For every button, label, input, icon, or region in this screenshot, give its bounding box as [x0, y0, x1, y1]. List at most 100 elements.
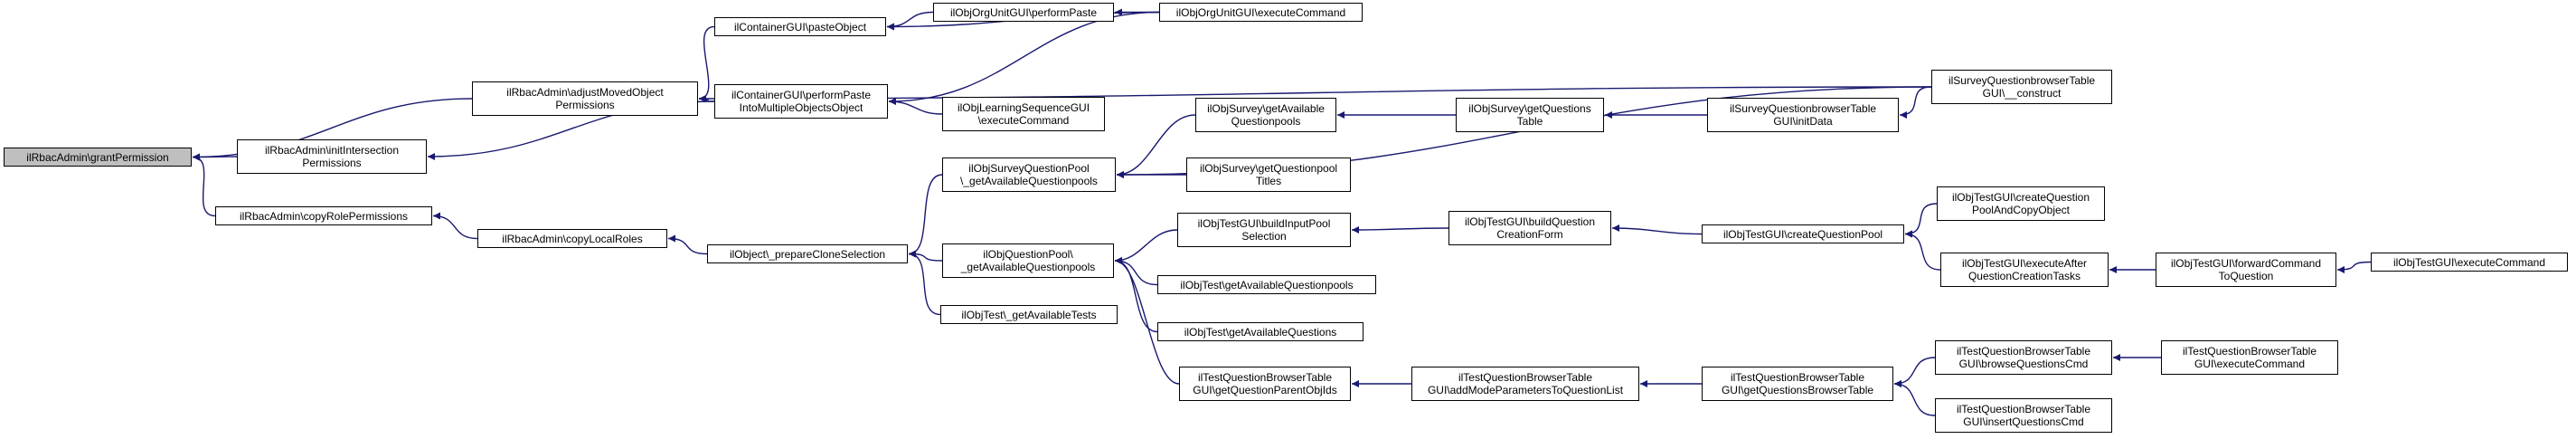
node-label-line: ilTestQuestionBrowserTable [2182, 345, 2317, 358]
node-label-line: ilObject\_prepareCloneSelection [729, 247, 886, 261]
node-label-line: ilObjQuestionPool\ [983, 248, 1073, 261]
node-label-line: ilObjLearningSequenceGUI [957, 101, 1090, 114]
node-label-line: ilObjTestGUI\createQuestion [1951, 191, 2090, 204]
node-label-line: Table [1516, 115, 1543, 128]
node-label-line: ilObjTest\getAvailableQuestions [1184, 325, 1337, 339]
graph-node-n34[interactable]: ilObjTestGUI\executeCommand [2371, 253, 2568, 272]
edge-n8-to-n5 [886, 11, 934, 31]
edge-n27-to-n24 [1899, 86, 1932, 119]
node-label-line: ToQuestion [2218, 270, 2274, 282]
node-label-line: ilObjTestGUI\buildInputPool [1197, 217, 1331, 230]
node-label-line: ilObjTestGUI\forwardCommand [2170, 257, 2322, 270]
node-label-line: IntoMultipleObjectsObject [739, 101, 863, 114]
edge-n31-to-n26 [1893, 380, 1936, 416]
node-label-line: GUI\insertQuestionsCmd [1963, 415, 2084, 428]
node-label-line: Questionpools [1231, 115, 1301, 128]
edge-n25-to-n22 [1611, 224, 1703, 235]
graph-node-n19[interactable]: ilObjTest\getAvailableQuestions [1157, 322, 1363, 341]
graph-node-n11[interactable]: ilObject\_prepareCloneSelection [707, 244, 908, 263]
edge-n29-to-n25 [1904, 230, 1941, 271]
node-label-line: GUI\getQuestionParentObjIds [1193, 384, 1337, 396]
node-label-line: ilObjTest\_getAvailableTests [961, 308, 1097, 321]
edge-n12-to-n11 [908, 174, 943, 258]
node-label-line: Selection [1241, 230, 1287, 243]
node-label-line: ilRbacAdmin\adjustMovedObject [506, 86, 664, 99]
node-label-line: GUI\executeCommand [2194, 358, 2306, 370]
node-label-line: GUI\__construct [1982, 87, 2062, 100]
node-label-line: ilObjTest\getAvailableQuestionpools [1180, 278, 1354, 291]
node-label-line: GUI\initData [1773, 115, 1833, 128]
node-label-line: QuestionCreationTasks [1967, 270, 2081, 282]
graph-node-n10[interactable]: ilObjLearningSequenceGUI\executeCommand [942, 97, 1105, 131]
edge-n18-to-n13 [1114, 257, 1158, 286]
node-label-line: ilTestQuestionBrowserTable [1730, 371, 1865, 384]
node-label-line: ilTestQuestionBrowserTable [1956, 345, 2091, 358]
node-label-line: Titles [1255, 175, 1282, 187]
edge-n28-to-n25 [1904, 203, 1938, 238]
node-label-line: ilSurveyQuestionbrowserTable [1948, 74, 2096, 87]
node-label-line: CreationForm [1496, 228, 1563, 241]
graph-node-n8[interactable]: ilObjOrgUnitGUI\performPaste [933, 3, 1114, 22]
edge-n9-to-n6 [888, 11, 1160, 105]
node-label-line: ilObjTestGUI\createQuestionPool [1722, 227, 1883, 241]
node-label-line: ilRbacAdmin\grantPermission [26, 150, 169, 164]
node-label-line: ilRbacAdmin\initIntersection [264, 144, 400, 157]
node-label-line: PoolAndCopyObject [1971, 204, 2071, 216]
node-label-line: ilSurveyQuestionbrowserTable [1729, 102, 1877, 115]
edge-n27-to-n2 [698, 86, 1932, 102]
node-label-line: ilObjSurvey\getQuestionpool [1199, 162, 1338, 175]
edge-n14-to-n11 [908, 250, 941, 316]
edge-n5-to-n2 [698, 25, 715, 102]
node-label-line: \executeCommand [977, 114, 1070, 127]
edge-n10-to-n6 [888, 98, 943, 115]
node-label-line: ilTestQuestionBrowserTable [1458, 371, 1593, 384]
graph-node-n12[interactable]: ilObjSurveyQuestionPool\_getAvailableQue… [942, 157, 1116, 192]
edge-n19-to-n13 [1114, 257, 1158, 333]
node-label-line: GUI\browseQuestionsCmd [1958, 358, 2089, 370]
node-label-line: GUI\addModeParametersToQuestionList [1427, 384, 1624, 396]
graph-node-n25[interactable]: ilObjTestGUI\createQuestionPool [1702, 224, 1904, 243]
node-label-line: ilTestQuestionBrowserTable [1956, 403, 2091, 415]
graph-node-n14[interactable]: ilObjTest\_getAvailableTests [940, 305, 1118, 324]
node-label-line: ilObjSurvey\getAvailable [1207, 102, 1325, 115]
node-label-line: ilRbacAdmin\copyRolePermissions [239, 209, 409, 223]
graph-node-n7[interactable]: ilRbacAdmin\copyLocalRoles [477, 229, 667, 248]
edge-n30-to-n26 [1893, 357, 1936, 387]
node-label-line: ilObjSurvey\getQuestions [1468, 102, 1591, 115]
graph-node-n1: ilRbacAdmin\grantPermission [4, 148, 192, 167]
graph-node-n5[interactable]: ilContainerGUI\pasteObject [714, 17, 886, 36]
graph-node-n9[interactable]: ilObjOrgUnitGUI\executeCommand [1159, 3, 1363, 22]
edge-n34-to-n32 [2336, 261, 2372, 273]
node-label-line: ilContainerGUI\pasteObject [733, 20, 867, 33]
node-label-line: ilObjTestGUI\executeCommand [2392, 255, 2546, 269]
graph-node-n18[interactable]: ilObjTest\getAvailableQuestionpools [1157, 275, 1376, 294]
edge-n11-to-n7 [667, 234, 708, 255]
node-label-line: _getAvailableQuestionpools [960, 261, 1096, 273]
graph-node-n4[interactable]: ilRbacAdmin\copyRolePermissions [215, 206, 432, 225]
edge-n15-to-n12 [1116, 114, 1196, 178]
node-label-line: ilObjTestGUI\buildQuestion [1464, 215, 1596, 228]
edge-n22-to-n17 [1351, 225, 1449, 234]
graph-node-n13[interactable]: ilObjQuestionPool\_getAvailableQuestionp… [942, 243, 1114, 278]
